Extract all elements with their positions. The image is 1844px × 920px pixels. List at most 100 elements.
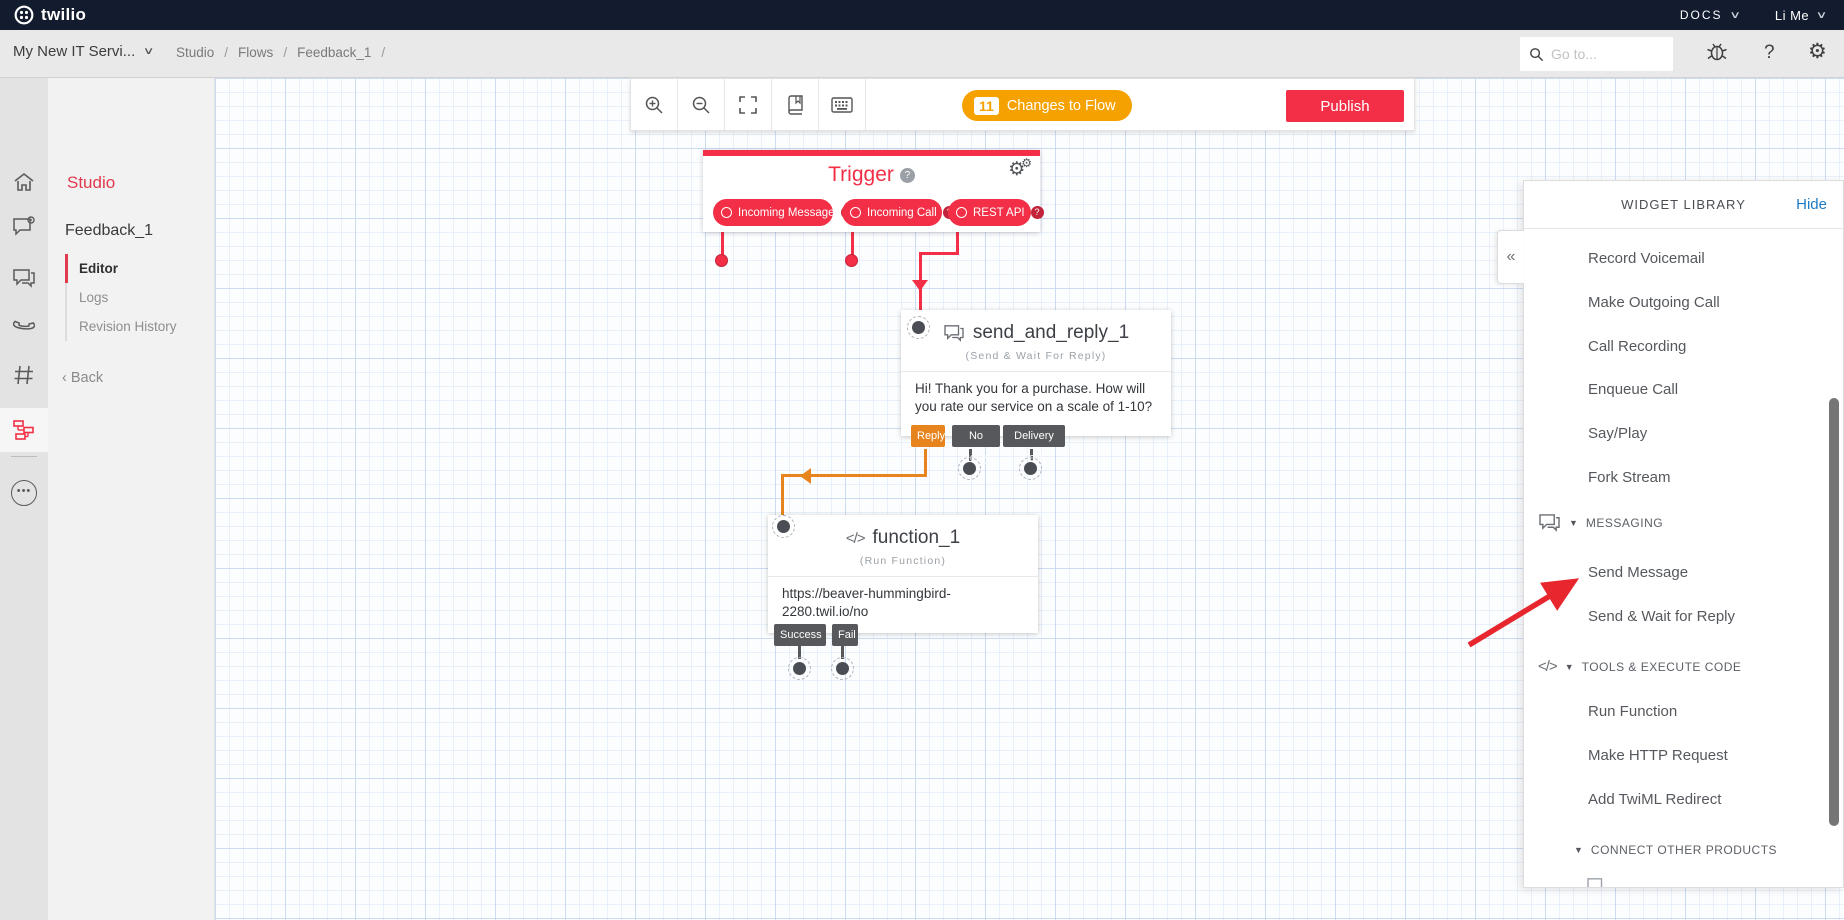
library-item-run-function[interactable]: Run Function [1588, 703, 1678, 720]
port-circle-icon [956, 207, 967, 218]
docs-guide-button[interactable] [772, 79, 819, 130]
library-section-connect-other-products[interactable]: ▼ CONNECT OTHER PRODUCTS [1574, 843, 1777, 857]
user-menu[interactable]: Li Me ∨ [1774, 7, 1829, 23]
rail-item-voice[interactable] [0, 303, 48, 347]
output-port-no-reply[interactable] [958, 457, 981, 480]
library-item-say-play[interactable]: Say/Play [1588, 425, 1648, 442]
trigger-pill-rest-api[interactable]: REST API ? [948, 199, 1044, 226]
goto-search-input[interactable] [1551, 46, 1661, 62]
widget-send-and-reply-1[interactable]: send_and_reply_1 (Send & Wait For Reply)… [901, 310, 1171, 464]
rail-item-phone-numbers[interactable] [0, 353, 48, 397]
help-icon[interactable]: ? [1764, 42, 1775, 63]
library-item-record-voicemail[interactable]: Record Voicemail [1588, 250, 1705, 267]
transition-success[interactable]: Success [774, 624, 826, 646]
connector-arrowhead-left [800, 468, 811, 484]
transition-reply[interactable]: Reply [911, 425, 945, 447]
chat-icon [944, 325, 964, 342]
help-icon[interactable]: ? [899, 168, 915, 183]
input-port[interactable] [907, 316, 930, 339]
keyboard-icon [831, 96, 853, 113]
library-item-make-http-request[interactable]: Make HTTP Request [1588, 747, 1728, 764]
changes-count: 11 [974, 96, 999, 115]
library-hide-link[interactable]: Hide [1796, 196, 1827, 213]
connector-arrowhead-down [912, 280, 928, 291]
nav-revision-history[interactable]: Revision History [79, 319, 177, 334]
widget-body-text: https://beaver-hummingbird-2280.twil.io/… [782, 586, 951, 619]
port-stub [798, 645, 801, 659]
rail-item-more[interactable]: ••• [0, 471, 48, 515]
breadcrumb-feedback1[interactable]: Feedback_1 [297, 45, 372, 60]
output-port-success[interactable] [788, 657, 811, 680]
caret-down-icon: ▼ [1564, 661, 1574, 672]
ellipsis-icon: ••• [11, 480, 37, 506]
connector-rest-api-v1 [956, 226, 959, 255]
code-icon: </> [1538, 658, 1558, 675]
flow-selector-dropdown[interactable]: My New IT Servi... ∨ [13, 43, 155, 60]
rail-item-studio[interactable] [0, 408, 48, 452]
rail-item-messaging[interactable] [0, 255, 48, 299]
canvas-toolbar: 11 Changes to Flow Publish [630, 78, 1415, 131]
section-label: CONNECT OTHER PRODUCTS [1590, 843, 1778, 857]
trigger-top-bar [703, 150, 1040, 156]
library-scrollbar[interactable] [1829, 398, 1839, 826]
library-section-tools[interactable]: </> ▼ TOOLS & EXECUTE CODE [1538, 658, 1741, 675]
connector-endpoint-dot[interactable] [845, 254, 858, 267]
fit-to-screen-button[interactable] [725, 79, 772, 130]
trigger-pill-incoming-message[interactable]: Incoming Message ? [713, 199, 854, 226]
book-bookmark-icon [788, 94, 803, 115]
pill-label: Incoming Message [738, 206, 835, 219]
zoom-out-icon [692, 96, 710, 114]
transition-fail[interactable]: Fail [832, 624, 858, 646]
nav-logs[interactable]: Logs [79, 290, 109, 305]
output-port-delivery-fails[interactable] [1019, 457, 1042, 480]
zoom-in-button[interactable] [631, 79, 678, 130]
breadcrumb-flows[interactable]: Flows [238, 45, 274, 60]
back-link[interactable]: ‹ Back [62, 370, 103, 386]
widget-function-1[interactable]: </> function_1 (Run Function) https://be… [768, 515, 1038, 646]
library-item-enqueue-call[interactable]: Enqueue Call [1588, 381, 1679, 398]
nav-editor[interactable]: Editor [65, 254, 177, 283]
library-section-messaging[interactable]: ▼ MESSAGING [1538, 513, 1663, 532]
output-port-fail[interactable] [831, 657, 854, 680]
trigger-pill-incoming-call[interactable]: Incoming Call ? [842, 199, 956, 226]
breadcrumb-separator: / [283, 45, 288, 60]
search-icon [1530, 47, 1544, 61]
input-port[interactable] [772, 515, 795, 538]
library-item-make-outgoing-call[interactable]: Make Outgoing Call [1588, 294, 1720, 311]
trigger-widget[interactable]: Trigger? ⚙⚙ Incoming Message ? Incoming … [703, 150, 1044, 232]
gear-icon[interactable]: ⚙ [1808, 40, 1827, 63]
transition-delivery-fails[interactable]: Delivery Fails [1003, 425, 1065, 464]
studio-flow-icon [13, 420, 34, 440]
user-label: Li Me [1774, 7, 1810, 23]
library-collapse-tab[interactable]: « [1497, 230, 1524, 284]
library-item-send-message[interactable]: Send Message [1588, 564, 1689, 581]
product-icon-rail: ••• [0, 78, 48, 920]
rail-item-home[interactable] [0, 160, 48, 204]
keyboard-shortcuts-button[interactable] [819, 79, 866, 130]
publish-button[interactable]: Publish [1286, 90, 1404, 122]
product-title: Studio [67, 173, 116, 192]
chevron-down-icon: ∨ [1815, 9, 1829, 21]
connector-reply-h [781, 474, 927, 477]
rail-item-conversations[interactable] [0, 205, 48, 249]
library-item-add-twiml-redirect[interactable]: Add TwiML Redirect [1588, 791, 1722, 808]
library-item-fork-stream[interactable]: Fork Stream [1588, 469, 1671, 486]
connector-endpoint-dot[interactable] [715, 254, 728, 267]
library-item-send-wait-reply[interactable]: Send & Wait for Reply [1588, 608, 1736, 625]
fit-screen-icon [739, 95, 757, 114]
docs-menu[interactable]: DOCS ∨ [1680, 8, 1741, 22]
transition-no-reply[interactable]: No Reply [952, 425, 1000, 464]
twilio-logo[interactable]: twilio [14, 5, 86, 25]
breadcrumb-studio[interactable]: Studio [176, 45, 215, 60]
zoom-out-button[interactable] [678, 79, 725, 130]
help-icon: ? [1030, 206, 1044, 219]
debugger-icon[interactable] [1706, 40, 1728, 64]
changes-to-flow-badge[interactable]: 11 Changes to Flow [962, 90, 1132, 121]
breadcrumb: Studio / Flows / Feedback_1 / [176, 45, 385, 60]
library-header: WIDGET LIBRARY Hide [1524, 181, 1843, 229]
library-item-call-recording[interactable]: Call Recording [1588, 338, 1687, 355]
trigger-settings-icon[interactable]: ⚙⚙ [1008, 156, 1032, 180]
double-chat-icon [13, 269, 35, 288]
connector-rest-api-h [919, 252, 959, 255]
